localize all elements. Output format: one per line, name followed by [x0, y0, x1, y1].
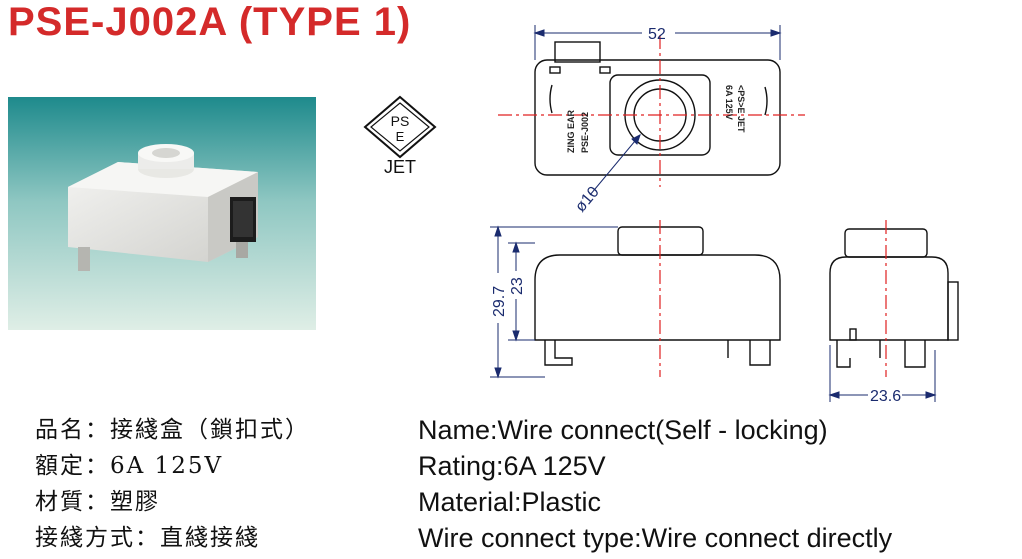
spec-row-material: 材質：塑膠 Material:Plastic	[35, 484, 1020, 520]
top-view-tab	[554, 41, 601, 63]
label-model: PSE-J002	[580, 112, 590, 153]
spec-material-zh: 材質：塑膠	[35, 489, 160, 515]
side-view-latch	[947, 281, 959, 341]
spec-rating-zh: 額定：6A 125V	[35, 453, 224, 479]
label-rating: 6A 125V	[724, 85, 734, 120]
dimension-body-height-label: 23	[509, 277, 526, 295]
spec-row-connect-type: 接綫方式：直綫接綫 Wire connect type:Wire connect…	[35, 520, 1020, 556]
dimension-depth-label: 23.6	[870, 388, 901, 405]
dimension-diameter-label: ø10	[572, 183, 603, 215]
spec-row-name: 品名：接綫盒（鎖扣式） Name:Wire connect(Self - loc…	[35, 412, 1020, 448]
technical-drawing: 52 ø10 ZING EAR PSE-J002 6A 125V <PS>E J…	[490, 25, 959, 405]
product-photo	[8, 97, 316, 330]
side-view-body	[829, 256, 949, 341]
spec-connect-type-en: Wire connect type:Wire connect directly	[418, 523, 893, 553]
spec-rating-en: Rating:6A 125V	[418, 451, 606, 481]
spec-name-zh: 品名：接綫盒（鎖扣式）	[35, 417, 310, 443]
label-zing-ear: ZING EAR	[566, 109, 576, 153]
pse-mark-e: E	[396, 129, 405, 144]
dimension-total-height-label: 29.7	[491, 286, 508, 317]
spec-row-rating: 額定：6A 125V Rating:6A 125V	[35, 448, 1020, 484]
spec-material-en: Material:Plastic	[418, 487, 602, 517]
product-title: PSE-J002A (TYPE 1)	[8, 0, 412, 44]
label-pse-jet: <PS>E JET	[736, 85, 746, 133]
front-view-body	[534, 254, 781, 341]
dimension-width-label: 52	[648, 26, 666, 43]
spec-name-en: Name:Wire connect(Self - locking)	[418, 415, 828, 445]
spec-connect-type-zh: 接綫方式：直綫接綫	[35, 525, 260, 551]
pse-jet-mark: PS E JET	[363, 95, 437, 175]
top-view-body	[534, 59, 781, 176]
pse-mark-ps: PS	[391, 113, 410, 129]
spec-list: 品名：接綫盒（鎖扣式） Name:Wire connect(Self - loc…	[35, 412, 1020, 556]
pse-mark-jet: JET	[384, 157, 416, 175]
